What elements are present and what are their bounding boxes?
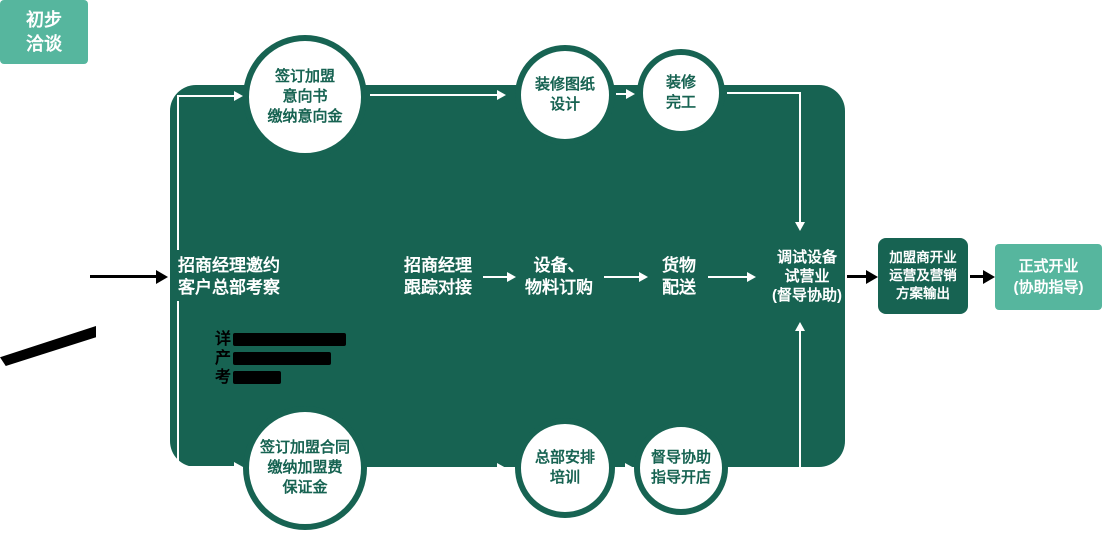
circle-hq-training: 总部安排 培训	[515, 418, 615, 518]
connector-contract-to-training-line	[370, 467, 498, 469]
arrow-prep-to-official-head	[983, 270, 995, 284]
node-label-line: 招商经理	[404, 256, 472, 275]
circle-renovation-complete: 装修 完工	[637, 49, 725, 137]
node-label-line: 洽谈	[26, 34, 62, 54]
connector-invite-to-contract-hline	[177, 466, 235, 468]
redacted-line: 考	[215, 368, 346, 387]
connector-intent-to-design-line	[370, 94, 498, 96]
connector-follow-to-equipment-head	[507, 272, 516, 282]
node-label-line: 运营及营销	[889, 268, 957, 283]
node-label-line: 初步	[26, 10, 62, 30]
node-label-line: 配送	[662, 278, 696, 297]
redaction-bar	[233, 371, 282, 384]
node-label-line: 缴纳意向金	[267, 108, 343, 125]
node-franchisee-opening-plan: 加盟商开业 运营及营销 方案输出	[878, 238, 968, 314]
connector-equipment-to-delivery-head	[639, 272, 648, 282]
node-label-line: 装修图纸	[534, 76, 595, 93]
circle-sign-intent-letter: 签订加盟 意向书 缴纳意向金	[243, 35, 367, 159]
node-trial-operation: 调试设备 试营业 (督导协助)	[761, 248, 853, 305]
node-label-line: 跟踪对接	[404, 278, 472, 297]
arrow-start-to-panel-line	[90, 275, 156, 278]
arrow-start-to-panel-head	[156, 270, 168, 284]
black-swoosh-shape	[0, 326, 96, 366]
node-initial-negotiation: 初步 洽谈	[0, 0, 88, 64]
redacted-char: 考	[215, 369, 232, 386]
node-label-line: (督导协助)	[772, 287, 842, 304]
node-label-line: 保证金	[282, 479, 328, 496]
redacted-line: 详	[215, 330, 347, 349]
node-label-line: 缴纳加盟费	[267, 459, 343, 476]
connector-guide-to-trial-vline	[799, 331, 801, 469]
connector-complete-to-trial-hline	[727, 92, 801, 94]
node-label-line: 督导协助	[650, 449, 711, 466]
node-invite-hq-inspection: 招商经理邀约 客户总部考察	[178, 255, 280, 299]
arrow-prep-to-official-line	[970, 275, 983, 278]
arrow-panel-to-prep-head	[866, 270, 878, 284]
node-label-line: 签订加盟	[274, 68, 335, 85]
node-label-line: 签订加盟合同	[259, 439, 350, 456]
node-label-line: 完工	[665, 94, 696, 111]
connector-guide-to-trial-hline	[729, 467, 801, 469]
redacted-char: 详	[215, 331, 232, 348]
circle-supervisor-store-opening: 督导协助 指导开店	[634, 421, 728, 515]
node-label-line: 正式开业	[1018, 258, 1079, 275]
arrow-panel-to-prep-line	[847, 275, 866, 278]
node-label-line: 意向书	[282, 88, 328, 105]
node-label-line: 总部安排	[534, 449, 595, 466]
node-label-line: 货物	[662, 256, 696, 275]
node-equipment-ordering: 设备、 物料订购	[521, 255, 597, 299]
node-label-line: (协助指导)	[1013, 279, 1084, 296]
node-official-opening: 正式开业 (协助指导)	[995, 244, 1102, 310]
connector-delivery-to-trial-head	[747, 272, 756, 282]
redacted-line: 产	[215, 349, 346, 368]
connector-follow-to-equipment-line	[483, 276, 508, 278]
circle-renovation-design: 装修图纸 设计	[515, 45, 615, 145]
redacted-char: 产	[215, 350, 232, 367]
connector-invite-to-intent-vline	[177, 97, 179, 250]
node-goods-delivery: 货物 配送	[656, 255, 702, 299]
node-label-line: 指导开店	[650, 469, 711, 486]
connector-equipment-to-delivery-line	[604, 276, 640, 278]
connector-design-to-complete-line	[616, 93, 627, 95]
node-label-line: 调试设备	[776, 249, 837, 266]
node-manager-follow-up: 招商经理 跟踪对接	[400, 255, 476, 299]
node-label-line: 加盟商开业	[889, 250, 957, 265]
circle-sign-franchise-contract: 签订加盟合同 缴纳加盟费 保证金	[243, 406, 367, 530]
connector-design-to-complete-head	[626, 89, 635, 99]
redaction-bar	[233, 352, 332, 365]
node-label-line: 方案输出	[896, 286, 950, 301]
connector-complete-to-trial-head	[795, 222, 805, 231]
connector-invite-to-contract-vline	[177, 301, 179, 467]
node-label-line: 试营业	[784, 268, 830, 285]
node-label-line: 装修	[665, 74, 696, 91]
connector-training-to-guide-head	[625, 463, 634, 473]
redaction-bar	[233, 333, 347, 346]
node-label-line: 客户总部考察	[178, 278, 280, 297]
node-label-line: 设备、	[533, 256, 585, 275]
node-label-line: 招商经理邀约	[178, 256, 280, 275]
node-label-line: 培训	[549, 469, 580, 486]
node-label-line: 物料订购	[525, 278, 593, 297]
connector-guide-to-trial-head	[795, 322, 805, 331]
redacted-note: 详 产 考	[215, 330, 347, 387]
connector-complete-to-trial-vline	[799, 92, 801, 222]
connector-intent-to-design-head	[497, 90, 506, 100]
node-label-line: 设计	[549, 96, 580, 113]
connector-invite-to-contract-head	[234, 462, 243, 472]
connector-contract-to-training-head	[497, 463, 506, 473]
connector-invite-to-intent-head	[234, 91, 243, 101]
connector-delivery-to-trial-line	[708, 276, 748, 278]
connector-invite-to-intent-hline	[177, 95, 235, 97]
connector-training-to-guide-line	[616, 467, 626, 469]
